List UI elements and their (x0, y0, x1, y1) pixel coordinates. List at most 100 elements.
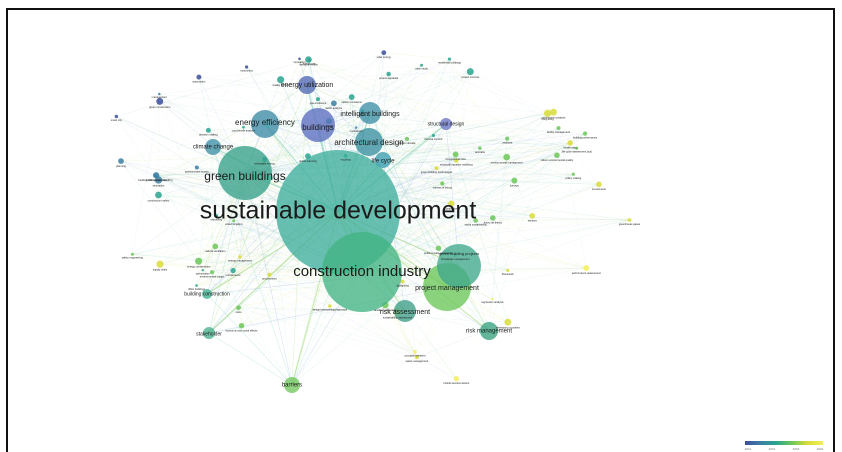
network-edge (449, 59, 456, 155)
network-edge (383, 52, 457, 161)
label-project-management: project management (415, 285, 479, 292)
node-stakeholder (203, 327, 215, 339)
minor-node-label: nigeria (325, 124, 333, 128)
network-edge (475, 220, 509, 323)
network-edge (442, 183, 587, 269)
network-edge (159, 93, 216, 247)
minor-node (453, 376, 460, 382)
minor-node-label: construction safety (148, 198, 170, 202)
minor-node (556, 126, 561, 131)
minor-node-label: united kingdom (225, 222, 243, 226)
network-edge (421, 65, 574, 175)
minor-node-label: carbon emissions (342, 100, 363, 104)
minor-node-label: sustainability assessment (383, 315, 413, 319)
minor-node (404, 136, 410, 142)
minor-node-label: regression analysis (481, 300, 504, 304)
minor-node (330, 100, 337, 107)
network-edge (198, 77, 214, 148)
minor-node-label: green building technologies (421, 170, 453, 174)
minor-node (582, 131, 588, 136)
minor-node-label: simulation (153, 184, 165, 188)
network-edge (233, 270, 330, 307)
node-climate-change (205, 139, 221, 155)
network-edge (442, 174, 574, 184)
network-edge (328, 65, 422, 122)
network-edge (309, 60, 508, 139)
network-edge (306, 84, 363, 112)
legend-color-bar (745, 441, 823, 445)
network-edge (470, 71, 558, 156)
network-edge (244, 58, 450, 174)
minor-node-label: occupational risks (445, 157, 466, 161)
minor-node (490, 215, 496, 221)
label-life-cycle: life cycle (371, 159, 395, 165)
minor-node-label: retrofitting (211, 217, 223, 221)
network-edge (436, 168, 493, 300)
network-edge (351, 97, 357, 128)
minor-node (348, 94, 355, 100)
network-edge (246, 66, 443, 184)
label-architectural-design: architectural design (334, 138, 403, 147)
network-edge (414, 128, 559, 352)
minor-node-label: fuzzy set theory (484, 221, 503, 225)
minor-node (466, 68, 474, 76)
network-edge (506, 157, 508, 271)
network-edge (308, 59, 571, 144)
node-green-buildings (218, 146, 272, 200)
node-risk-management (480, 322, 498, 340)
network-edge (317, 99, 456, 155)
minor-node-label: thermal comfort (424, 137, 442, 141)
network-edge (211, 146, 214, 273)
network-edge (208, 267, 587, 334)
node-architectural-design (355, 128, 383, 156)
network-edge (445, 123, 460, 267)
minor-node-label: daylighting (396, 283, 409, 287)
legend-tick: 2018 (793, 447, 800, 451)
minor-node-label: indoor environmental quality (541, 158, 574, 162)
minor-node (413, 350, 417, 354)
minor-node (205, 127, 211, 133)
minor-node-label: health risks (564, 146, 578, 150)
network-edge (198, 76, 548, 114)
network-edge (120, 160, 217, 217)
node-structural-design (440, 118, 452, 130)
network-edge (159, 66, 247, 265)
label-green-building-projects: green building projects (439, 251, 479, 256)
network-edge (241, 184, 600, 326)
network-edge (198, 76, 587, 269)
minor-node-label: greenhouse gases (619, 222, 641, 226)
minor-node (381, 50, 387, 56)
minor-node-label: social sustainability (465, 223, 488, 227)
minor-node (473, 218, 478, 223)
minor-node (315, 97, 321, 102)
network-edge (196, 167, 213, 273)
minor-node (575, 146, 579, 150)
minor-node-label: structural equation modeling (440, 163, 473, 167)
minor-node-label: optimization (196, 271, 210, 275)
minor-node-label: cost benefit analysis (232, 129, 256, 133)
minor-node-label: safety engineering (122, 256, 144, 260)
label-barriers: barriers (282, 383, 302, 389)
network-edge (558, 128, 600, 185)
network-edge (238, 307, 242, 326)
network-edge (120, 160, 416, 352)
network-edge (362, 111, 577, 149)
node-green-building-projects (437, 244, 481, 288)
network-edge (507, 219, 630, 323)
network-edge (238, 142, 571, 308)
network-edge (306, 52, 384, 86)
network-edge (244, 138, 508, 174)
network-edge (369, 65, 422, 114)
network-edge (206, 293, 293, 386)
network-edge (264, 58, 300, 160)
minor-node-label: residential buildings (438, 61, 461, 65)
minor-node (244, 65, 249, 69)
network-edge (238, 307, 417, 358)
minor-node-label: occupant behavior (404, 354, 425, 358)
minor-node-label: energy management (228, 259, 252, 263)
network-edge (449, 58, 548, 114)
network-edge (120, 160, 293, 386)
network-edge (449, 59, 515, 181)
network-edge (156, 66, 247, 176)
